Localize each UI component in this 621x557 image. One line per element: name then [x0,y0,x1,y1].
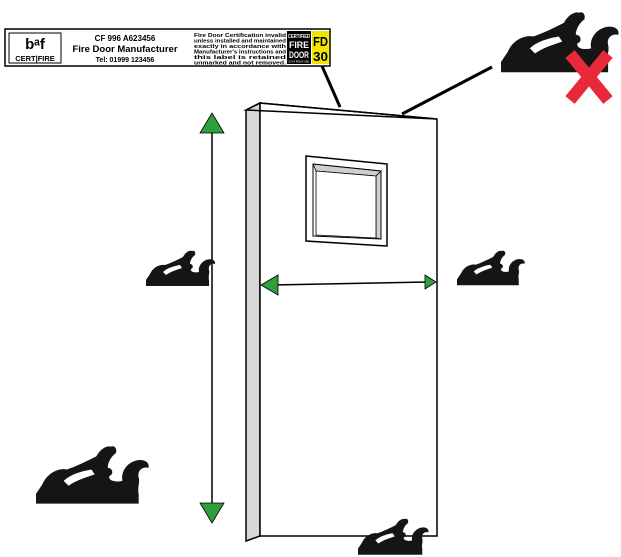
red-cross-stroke-2 [565,50,613,104]
hand-plane-icon [146,250,216,286]
height-arrow [199,112,225,524]
width-arrow-shaft [271,281,429,286]
label-code: CF 996 A623456 [95,34,156,43]
top-edge-leader-line [401,65,493,116]
vision-panel [305,155,388,247]
label-notice-line-2: unless installed and maintained [194,39,287,45]
height-arrow-bottom-head [199,502,225,524]
certified-badge-top: CERTIFIED [288,34,310,40]
label-logo-top: bᵃf [25,36,46,53]
width-arrow [260,274,437,296]
red-cross-icon [565,50,613,104]
door-edge [245,101,261,543]
label-notice-line-6: unmarked and not removed. [194,61,287,67]
hand-plane-icon [36,446,149,504]
height-arrow-top-head [199,112,225,134]
label-notice-line-3: exactly in accordance with [194,44,287,50]
label-logo-box [8,32,62,64]
vision-panel-inner-edge [312,163,382,240]
fire-door-label: bᵃf CERT|FIRE CF 996 A623456 Fire Door M… [4,28,331,67]
certified-badge [287,31,311,64]
width-arrow-right-head [424,274,437,290]
fire-door [243,101,438,543]
label-notice-line-4: Manufacturer's instructions and [194,50,287,56]
fd-rating-line-2: 30 [313,49,328,64]
label-logo-bottom: CERT|FIRE [15,54,55,63]
label-notice-line-5: this label is retained [194,55,287,61]
label-leader-line [320,65,342,108]
fd-rating-line-1: FD [313,34,328,49]
label-tel: Tel: 01999 123456 [96,57,155,64]
vision-panel-glass [315,170,377,239]
width-arrow-left-head [260,274,279,296]
hand-plane-icon [457,250,525,286]
certified-badge-line-1: FIRE [289,40,309,50]
certified-badge-line-2: DOOR [289,50,309,60]
door-top-edge [243,102,438,120]
certified-badge-bottom: DO NOT REMOVE LABEL [289,60,310,64]
label-notice-line-1: Fire Door Certification invalid [194,33,287,39]
vision-panel-bead-right [375,170,382,240]
fd-rating-badge [312,31,329,64]
label-manufacturer: Fire Door Manufacturer [72,44,177,55]
